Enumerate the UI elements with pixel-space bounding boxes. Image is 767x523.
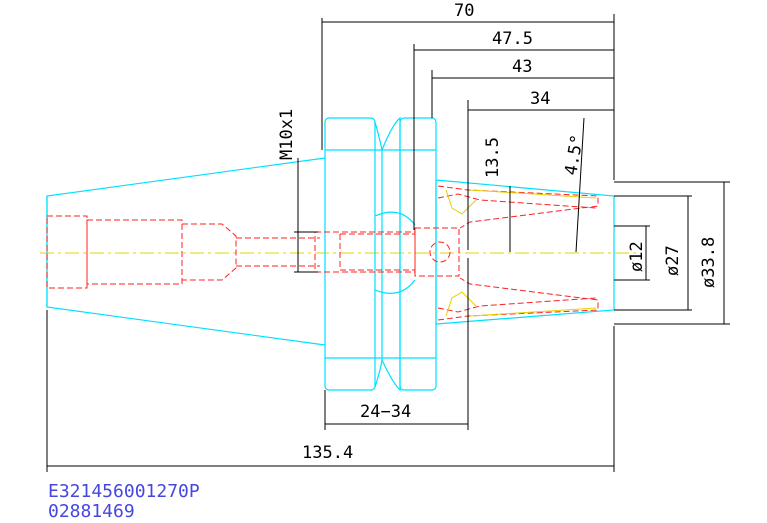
dim-overall: 135.4: [46, 310, 615, 472]
dim-d27-label: ø27: [663, 245, 683, 276]
dim-angle-label: 4.5°: [561, 133, 588, 177]
dim-47-5-label: 47.5: [492, 29, 533, 49]
dim-range-label: 24−34: [360, 402, 411, 422]
dim-d12-label: ø12: [627, 241, 647, 272]
dim-13-5: 13.5: [483, 137, 511, 252]
dim-70: 70: [321, 1, 615, 180]
part-serial: 02881469: [48, 501, 135, 522]
flange: [324, 116, 437, 392]
dim-43-label: 43: [512, 57, 532, 77]
collet-detail: [445, 189, 597, 317]
dim-diameters: ø12 ø27 ø33.8: [614, 181, 730, 325]
dim-70-label: 70: [454, 1, 474, 21]
dim-34-label: 34: [530, 89, 550, 109]
dim-angle: 4.5°: [561, 117, 588, 253]
collet-nose: [435, 179, 615, 325]
dim-47-5: 47.5: [413, 29, 614, 230]
dim-thread: M10x1: [277, 109, 318, 273]
dim-13-5-label: 13.5: [483, 137, 503, 178]
dim-range: 24−34: [324, 258, 469, 430]
part-code: E321456001270P: [48, 481, 200, 502]
taper-shank: [46, 157, 326, 346]
dim-overall-label: 135.4: [302, 443, 353, 463]
dim-43: 43: [431, 57, 614, 118]
dim-34: 34: [467, 89, 614, 250]
dim-d33-8-label: ø33.8: [699, 237, 719, 288]
dim-thread-label: M10x1: [277, 109, 297, 160]
